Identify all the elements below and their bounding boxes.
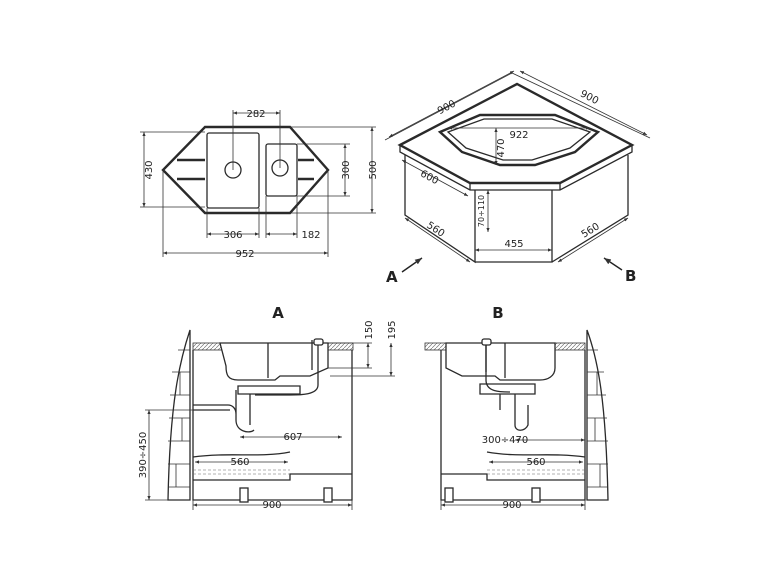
dim-300: 300 bbox=[341, 160, 352, 179]
dim-455: 455 bbox=[504, 239, 523, 250]
wall-bricks bbox=[168, 349, 190, 488]
leg bbox=[531, 487, 541, 503]
isometric-view: 922 470 900 900 600 560 70÷110 455 560 A… bbox=[384, 70, 651, 286]
plan-view: 282 430 300 500 306 182 952 bbox=[140, 109, 379, 260]
drainer-grooves bbox=[177, 158, 314, 181]
dim-390-450: 390÷450 bbox=[138, 432, 149, 479]
section-b: B 300÷470 560 900 bbox=[424, 304, 609, 511]
leg bbox=[444, 487, 454, 503]
dim-600: 600 bbox=[418, 168, 440, 187]
leg bbox=[323, 487, 333, 503]
dim-500: 500 bbox=[368, 160, 379, 179]
dim-560-left: 560 bbox=[424, 220, 446, 240]
dim-70-110: 70÷110 bbox=[477, 195, 486, 227]
dim-470: 470 bbox=[496, 138, 507, 157]
dim-182: 182 bbox=[301, 230, 320, 241]
wall bbox=[167, 329, 191, 501]
dim-150: 150 bbox=[364, 320, 375, 339]
dim-195: 195 bbox=[387, 320, 398, 339]
view-a-label: A bbox=[386, 268, 398, 286]
section-b-title: B bbox=[492, 304, 503, 322]
dim-900-left: 900 bbox=[436, 98, 458, 117]
dim-900: 900 bbox=[502, 500, 521, 511]
view-b-label: B bbox=[625, 267, 636, 285]
dim-282: 282 bbox=[246, 109, 265, 120]
small-bowl bbox=[265, 143, 298, 197]
dim-952: 952 bbox=[235, 249, 254, 260]
wall-bricks bbox=[587, 349, 608, 488]
dim-900: 900 bbox=[262, 500, 281, 511]
dim-922: 922 bbox=[509, 130, 528, 141]
section-a: A 150 195 390÷450 607 560 900 bbox=[138, 304, 398, 511]
dim-560: 560 bbox=[230, 457, 249, 468]
leg bbox=[239, 487, 249, 503]
sink-bowls bbox=[219, 342, 329, 381]
wall bbox=[586, 329, 609, 501]
sink-outline bbox=[161, 125, 330, 215]
dim-306: 306 bbox=[223, 230, 242, 241]
dim-900-right: 900 bbox=[578, 89, 600, 107]
dim-560: 560 bbox=[526, 457, 545, 468]
dim-300-470: 300÷470 bbox=[482, 435, 529, 446]
dim-607: 607 bbox=[283, 432, 302, 443]
sink-bowls bbox=[445, 342, 556, 381]
dim-430: 430 bbox=[144, 160, 155, 179]
section-a-title: A bbox=[272, 304, 284, 322]
